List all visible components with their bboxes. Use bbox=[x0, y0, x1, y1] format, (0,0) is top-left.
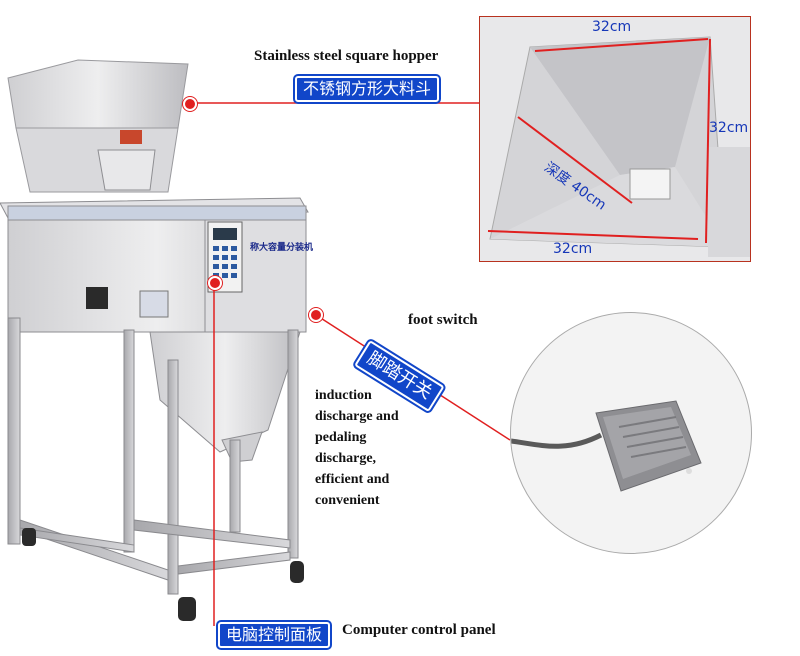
stand-frame bbox=[7, 317, 299, 595]
foot-switch-callout-dot bbox=[309, 308, 323, 322]
hopper-dim-bottom: 32cm bbox=[553, 241, 593, 257]
control-panel-label-en: Computer control panel bbox=[342, 622, 496, 638]
hopper-label-en: Stainless steel square hopper bbox=[254, 48, 439, 64]
wheels bbox=[22, 528, 304, 621]
induction-line: efficient and bbox=[315, 472, 390, 487]
hopper-label-cn: 不锈钢方形大料斗 bbox=[295, 76, 440, 102]
foot-switch-drawing bbox=[511, 400, 702, 492]
foot-switch-inset bbox=[510, 312, 752, 554]
induction-line: pedaling bbox=[315, 430, 367, 445]
induction-text: induction discharge and pedaling dischar… bbox=[315, 385, 399, 511]
hopper-dim-top: 32cm bbox=[592, 19, 632, 35]
hopper-inset-drawing bbox=[480, 17, 750, 261]
top-hopper bbox=[7, 59, 189, 193]
control-panel-callout-dot bbox=[208, 276, 222, 290]
induction-line: discharge and bbox=[315, 409, 399, 424]
induction-line: induction bbox=[315, 388, 372, 403]
hopper-callout-dot bbox=[183, 97, 197, 111]
induction-line: discharge, bbox=[315, 451, 377, 466]
induction-line: convenient bbox=[315, 493, 380, 508]
foot-switch-label-en: foot switch bbox=[408, 312, 478, 328]
control-panel-label-cn: 电脑控制面板 bbox=[218, 622, 331, 648]
hopper-dim-right: 32cm bbox=[709, 120, 749, 136]
hopper-inset-frame: 32cm 32cm 32cm 深度 40cm bbox=[479, 16, 751, 262]
machine-front-label: 称大容量分装机 bbox=[250, 243, 314, 253]
machine-body bbox=[0, 197, 309, 333]
